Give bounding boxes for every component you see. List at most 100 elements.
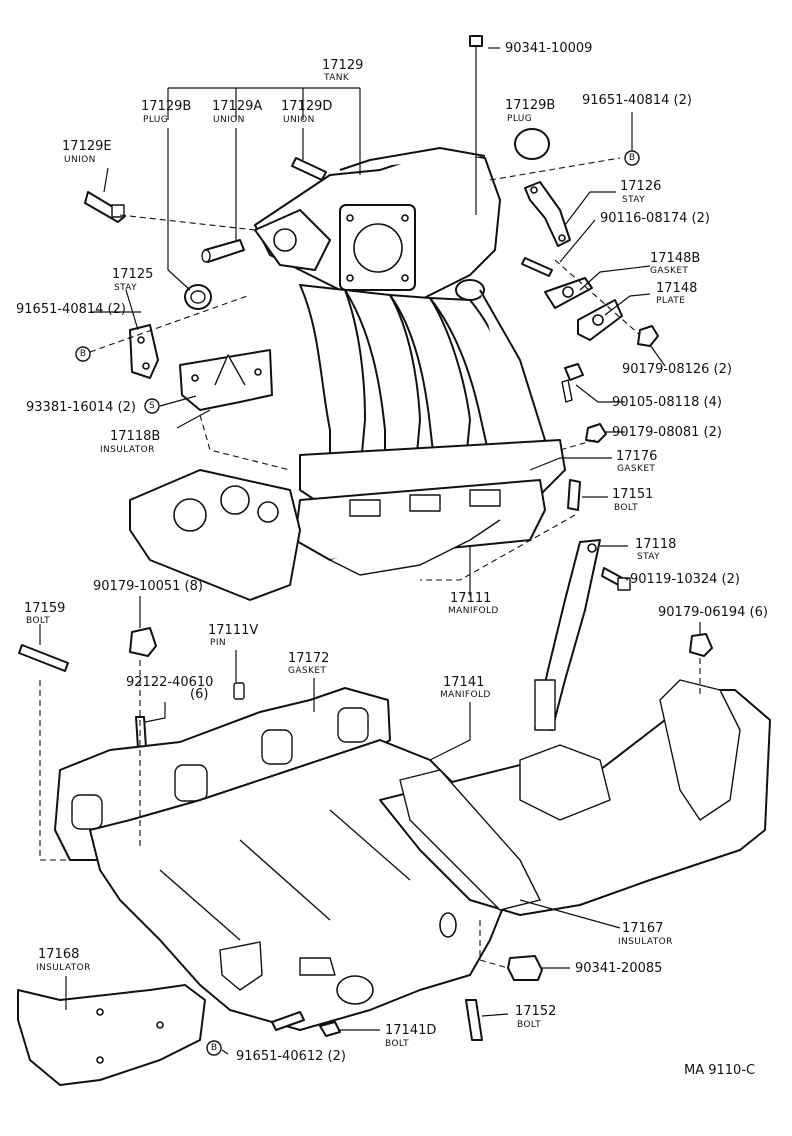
- label-17111v-sub: PIN: [210, 638, 226, 648]
- stay-17126: [524, 181, 571, 247]
- bolt-17151: [567, 479, 581, 511]
- nut-90179-10051: [129, 627, 157, 657]
- label-17148-sub: PLATE: [656, 296, 685, 306]
- bolt-90119-10324: [601, 567, 631, 591]
- label-17152: 17152: [515, 1004, 556, 1019]
- insulator-17118b: [179, 349, 273, 411]
- label-17172: 17172: [288, 651, 329, 666]
- symbol-b-bottom: B: [206, 1040, 222, 1056]
- label-17111: 17111: [450, 591, 491, 606]
- svg-text:S: S: [149, 401, 155, 411]
- svg-text:B: B: [629, 153, 635, 163]
- label-17129b-left-sub: PLUG: [143, 115, 168, 125]
- label-17159: 17159: [24, 601, 65, 616]
- label-91651-40814-left: 91651-40814 (2): [16, 302, 126, 317]
- label-17141: 17141: [443, 675, 484, 690]
- union-17129d: [291, 157, 327, 181]
- stay-17125: [129, 324, 159, 379]
- label-90341-20085: 90341-20085: [575, 961, 662, 976]
- label-17167-sub: INSULATOR: [618, 937, 673, 947]
- bolt-17152: [465, 999, 483, 1041]
- label-17111v: 17111V: [208, 623, 258, 638]
- label-92122-40610-qty: (6): [190, 687, 208, 702]
- stud-90116-08174: [521, 257, 553, 277]
- assembly-dashed-lines: [39, 157, 701, 969]
- label-17118b-sub: INSULATOR: [100, 445, 155, 455]
- bolt-90341-10009: [469, 35, 483, 215]
- label-17141-sub: MANIFOLD: [440, 690, 491, 700]
- bolt-17141d: [271, 1011, 341, 1037]
- tank-17129: [254, 147, 501, 301]
- insulator-17168: [17, 984, 206, 1086]
- label-17129e: 17129E: [62, 139, 112, 154]
- label-90119-10324: 90119-10324 (2): [630, 572, 740, 587]
- label-17118b: 17118B: [110, 429, 160, 444]
- label-17118: 17118: [635, 537, 676, 552]
- label-91651-40612: 91651-40612 (2): [236, 1049, 346, 1064]
- stay-17118: [534, 539, 601, 731]
- label-17167: 17167: [622, 921, 663, 936]
- symbol-b-left: B: [75, 346, 91, 362]
- label-17168: 17168: [38, 947, 79, 962]
- label-17118-sub: STAY: [637, 552, 660, 562]
- label-17148: 17148: [656, 281, 697, 296]
- stud-92122-40610: [135, 716, 147, 749]
- nut-90179-06194: [689, 633, 713, 657]
- label-17129b-right-sub: PLUG: [507, 114, 532, 124]
- pin-17111v: [233, 682, 245, 700]
- manifold-17111-flange: [129, 439, 566, 601]
- label-17129a: 17129A: [212, 99, 262, 114]
- label-17129-sub: TANK: [323, 73, 350, 83]
- label-90179-08081: 90179-08081 (2): [612, 425, 722, 440]
- part-labels: 17129 TANK 17129B PLUG 17129A UNION 1712…: [16, 41, 768, 1078]
- symbol-s-left: S: [144, 398, 160, 414]
- label-17129b-right: 17129B: [505, 98, 555, 113]
- bolt-17159: [18, 644, 69, 672]
- label-93381-16014: 93381-16014 (2): [26, 400, 136, 415]
- label-17129a-sub: UNION: [213, 115, 245, 125]
- label-17148b-sub: GASKET: [650, 266, 688, 276]
- plug-17129b-left: [184, 284, 212, 310]
- plug-17129b-right: [514, 128, 550, 160]
- union-17129a: [201, 239, 245, 263]
- nut-90179-08081: [585, 423, 607, 443]
- gasket-17148b: [544, 277, 593, 309]
- plate-17148: [577, 299, 623, 341]
- label-17125: 17125: [112, 267, 153, 282]
- footer-ref: MA 9110-C: [684, 1063, 755, 1078]
- label-17141d: 17141D: [385, 1023, 436, 1038]
- label-17126-sub: STAY: [622, 195, 645, 205]
- union-17129e: [84, 191, 126, 223]
- label-17148b: 17148B: [650, 251, 700, 266]
- label-17176-sub: GASKET: [617, 464, 655, 474]
- symbol-b-top: B: [624, 150, 640, 166]
- label-17129: 17129: [322, 58, 363, 73]
- insulator-17167: [379, 679, 771, 916]
- label-90179-10051: 90179-10051 (8): [93, 579, 203, 594]
- label-17111-sub: MANIFOLD: [448, 606, 499, 616]
- label-90341-10009: 90341-10009: [505, 41, 592, 56]
- svg-text:B: B: [211, 1043, 217, 1053]
- label-17172-sub: GASKET: [288, 666, 326, 676]
- label-90116-08174: 90116-08174 (2): [600, 211, 710, 226]
- label-17151: 17151: [612, 487, 653, 502]
- plug-90341-20085: [507, 955, 543, 981]
- label-17141d-sub: BOLT: [385, 1039, 409, 1049]
- label-91651-40814-top: 91651-40814 (2): [582, 93, 692, 108]
- label-17168-sub: INSULATOR: [36, 963, 91, 973]
- label-17125-sub: STAY: [114, 283, 137, 293]
- label-17126: 17126: [620, 179, 661, 194]
- label-17129d: 17129D: [281, 99, 332, 114]
- bolt-90105-08118: [561, 363, 584, 403]
- label-17151-sub: BOLT: [614, 503, 638, 513]
- label-17176: 17176: [616, 449, 657, 464]
- nut-90179-08126: [637, 325, 659, 347]
- svg-text:B: B: [80, 349, 86, 359]
- leader-lines: [39, 47, 701, 1055]
- label-17129d-sub: UNION: [283, 115, 315, 125]
- label-17129e-sub: UNION: [64, 155, 96, 165]
- label-90105-08118: 90105-08118 (4): [612, 395, 722, 410]
- label-17129b-left: 17129B: [141, 99, 191, 114]
- label-90179-08126: 90179-08126 (2): [622, 362, 732, 377]
